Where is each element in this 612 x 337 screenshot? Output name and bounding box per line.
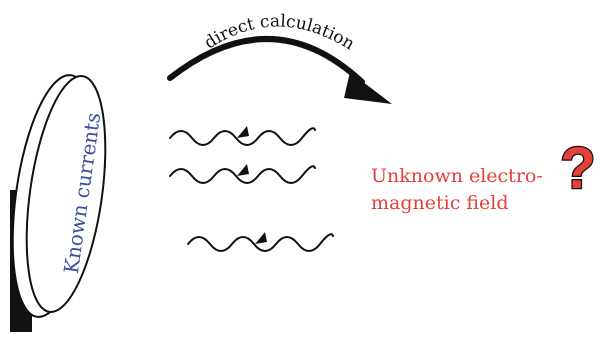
field-label: Unknown electro- magnetic field — [371, 163, 543, 217]
wave-icon — [169, 127, 334, 252]
wave-arrowheads — [237, 126, 267, 244]
wave-2 — [169, 165, 316, 184]
arrowhead — [344, 72, 392, 104]
wave-1 — [169, 127, 316, 146]
field-label-line1: Unknown electro- — [371, 165, 543, 187]
wave-3 — [187, 233, 334, 252]
dish-face — [25, 75, 107, 313]
question-mark-icon: ? — [560, 136, 595, 201]
curved-arrow-icon — [167, 36, 365, 85]
field-label-line2: magnetic field — [371, 192, 509, 214]
